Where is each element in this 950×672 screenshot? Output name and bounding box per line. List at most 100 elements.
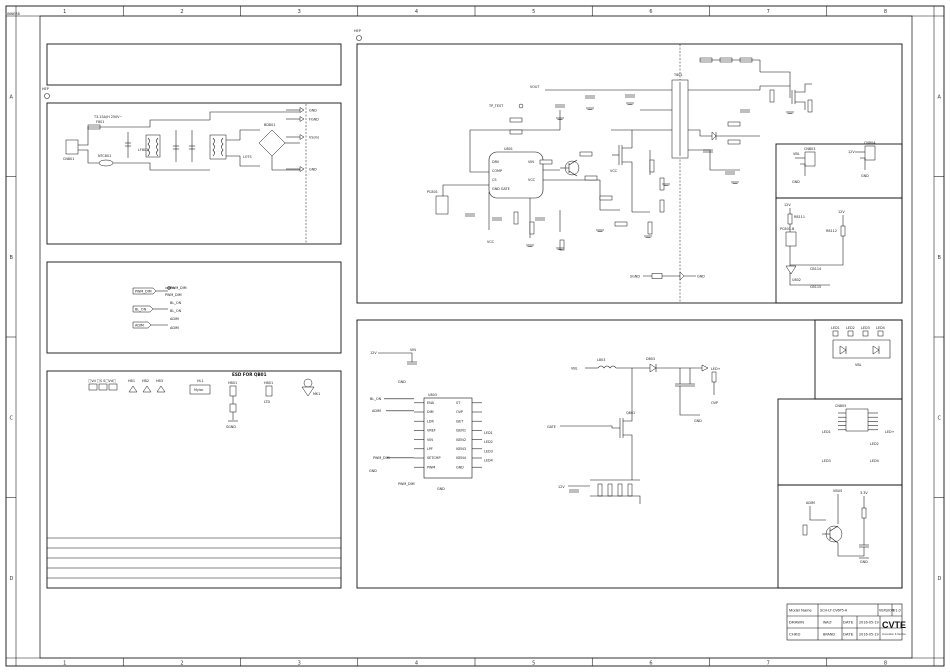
col-label-bottom: 8 bbox=[884, 661, 887, 667]
driver-pin-left: LPF bbox=[427, 447, 433, 451]
row-label-right: A bbox=[938, 94, 942, 100]
mech-part-label: HB1 bbox=[128, 379, 135, 383]
drv-vin-label: VIN bbox=[410, 348, 416, 352]
transformer-ref: T801 bbox=[673, 73, 683, 77]
gate-input: GATE bbox=[547, 425, 556, 429]
connector-a-ref: CN803 bbox=[804, 147, 815, 151]
ntc-label: NTC801 bbox=[98, 154, 111, 158]
row-label-right: D bbox=[938, 576, 942, 582]
opto-ref: PC801 bbox=[427, 190, 438, 194]
driver-pin-right: ISEN1 bbox=[456, 429, 466, 433]
led-header-pad bbox=[877, 330, 884, 337]
common-mode-choke-2 bbox=[209, 134, 227, 160]
led-conn-mid: LED2 bbox=[870, 442, 879, 446]
feedback-opto-ref: PC801.B bbox=[780, 227, 795, 231]
feedback-12v-1: 12V bbox=[784, 203, 791, 207]
feedback-c2: CB115 bbox=[810, 285, 821, 289]
lf801-label: LF801 bbox=[138, 148, 148, 152]
boost-mosfet: Q801 bbox=[619, 368, 635, 480]
mech-part-symbol bbox=[156, 385, 166, 393]
resistor-symbol bbox=[579, 151, 593, 157]
row-label-left: C bbox=[10, 415, 14, 421]
resistor-symbol bbox=[727, 139, 741, 145]
driver-pin-right: ISEN2 bbox=[456, 438, 466, 442]
boost-fet-ref: Q801 bbox=[626, 411, 635, 415]
date2-value: 2016-05-19 bbox=[859, 633, 879, 637]
driver-output-label: LED4 bbox=[484, 459, 493, 463]
mic-symbol: MK1 bbox=[301, 378, 320, 397]
drv-gnd-1: GND bbox=[398, 380, 406, 384]
controller-pin-left: GND GATE bbox=[492, 187, 510, 191]
version-value: V1.0 bbox=[893, 609, 901, 613]
emi-net-arrow bbox=[299, 116, 305, 122]
led-string-diodes bbox=[839, 345, 880, 355]
cn801-label: CN801 bbox=[63, 157, 74, 161]
feedback-box: PC801.B 12V 12V R8111 R8112 CB114 CB115 … bbox=[775, 197, 903, 304]
driver-pin-right: ISEN4 bbox=[456, 456, 466, 460]
check-value: BRAND bbox=[823, 633, 835, 637]
col-label-top: 4 bbox=[415, 9, 418, 15]
bl-on-port-in bbox=[132, 305, 154, 313]
vin-bus-label: VOUT bbox=[530, 85, 540, 89]
resistor-symbol bbox=[769, 89, 775, 103]
boost-vbl: VBL bbox=[571, 367, 578, 371]
col-label-bottom: 3 bbox=[298, 661, 301, 667]
logo-marks: □Vd □S S□Vd□ bbox=[88, 379, 118, 391]
version-label: VERSION bbox=[879, 609, 895, 613]
driver-input-label: BL_ON bbox=[370, 397, 382, 401]
led-header-label: LED3 bbox=[861, 326, 870, 330]
driver-pin-left: DIM bbox=[427, 410, 434, 414]
controller-pin-right: VIN bbox=[528, 160, 534, 164]
sheet-corner-label: INNER8 bbox=[7, 12, 20, 16]
emi-net-arrow bbox=[299, 134, 305, 140]
row-label-left: A bbox=[10, 94, 14, 100]
driver-pin-left: VREF bbox=[427, 429, 436, 433]
emi-net-label: GND bbox=[309, 109, 317, 113]
driver-pin-right: ISET bbox=[456, 419, 464, 423]
driver-pin-right: ST bbox=[456, 401, 461, 405]
driver-output-label: LED3 bbox=[484, 449, 493, 453]
bl-on-net-label-2: BL_ON bbox=[170, 309, 182, 313]
row-label-right: B bbox=[938, 255, 942, 261]
aux-3v3: 3.3V bbox=[860, 491, 868, 495]
resistor-symbol bbox=[539, 159, 553, 165]
col-label-top: 8 bbox=[884, 9, 887, 15]
led-strings-vbl: VBL bbox=[855, 363, 862, 367]
shunt-regulator-ref: U802 bbox=[792, 278, 801, 282]
driver-pin-left: VIN bbox=[427, 438, 433, 442]
cvte-logo-sub: Innovation & Service bbox=[882, 632, 906, 636]
common-mode-choke-1 bbox=[145, 134, 161, 158]
sgnd-link: SGND GND bbox=[630, 271, 705, 281]
emi-net-label: GND bbox=[309, 168, 317, 172]
shunt-regulator: U802 bbox=[785, 265, 801, 282]
resistor-symbol bbox=[614, 221, 628, 227]
esd-circuit: HB01 HB01 LTD SGND bbox=[226, 381, 273, 429]
sense-12v: 12V bbox=[558, 485, 565, 489]
current-sense-resistors bbox=[590, 479, 641, 504]
led-driver-ref: U803 bbox=[428, 393, 437, 397]
col-label-top: 5 bbox=[532, 9, 535, 15]
feedback-opto: PC801.B bbox=[780, 227, 797, 247]
connector-gnd-1: GND bbox=[792, 180, 800, 184]
adim-port-in bbox=[132, 321, 152, 329]
resistor-symbol bbox=[509, 117, 523, 123]
esd-title: ESD FOR QB01 bbox=[232, 372, 267, 377]
led-connector bbox=[845, 408, 869, 432]
resistor-symbol bbox=[529, 221, 535, 235]
revision-table bbox=[47, 537, 341, 579]
connector-a bbox=[804, 151, 816, 167]
col-label-top: 3 bbox=[298, 9, 301, 15]
drawn-value: WALT bbox=[823, 621, 833, 625]
led-header-label: LED4 bbox=[876, 326, 885, 330]
feedback-r1: R8111 bbox=[794, 215, 805, 219]
led-header-pad bbox=[832, 330, 839, 337]
col-label-bottom: 7 bbox=[767, 661, 770, 667]
aux-gnd: GND bbox=[860, 560, 868, 564]
fuse-rating: T3.15A/H 250V~ bbox=[93, 115, 123, 119]
drv-gnd-4: GND bbox=[694, 419, 702, 423]
adim-net-label: ADIM bbox=[170, 317, 179, 321]
